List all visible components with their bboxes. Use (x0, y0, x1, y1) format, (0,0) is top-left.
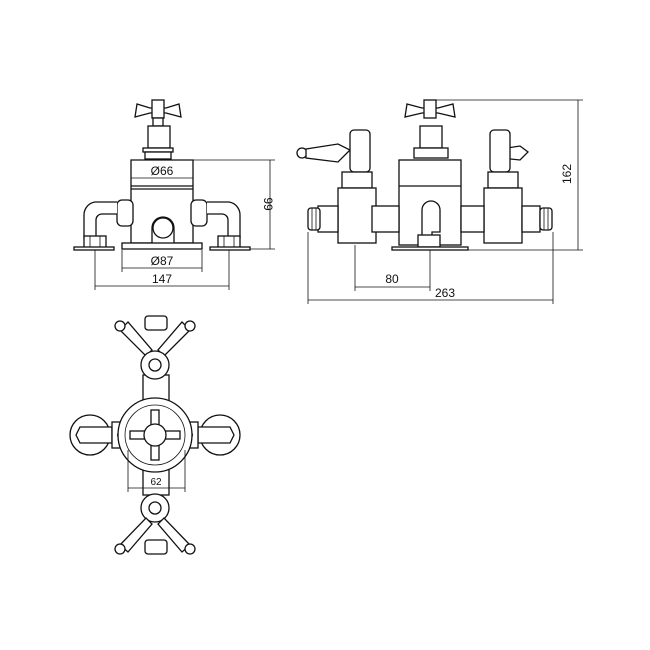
top-view: 62 (69, 315, 241, 555)
dim-body-width: 62 (150, 477, 162, 488)
centre-cross-handle (404, 99, 456, 159)
side-lobes (69, 414, 241, 456)
side-view: 80 263 162 (296, 99, 583, 304)
dim-overall-width: 263 (435, 286, 455, 300)
top-dimensions: 62 (127, 450, 186, 492)
side-dimensions: 80 263 162 (307, 99, 583, 304)
cross-handle (134, 99, 182, 160)
dim-width: 147 (152, 272, 172, 286)
dim-plate-diameter: Ø87 (151, 254, 174, 268)
right-lever-valve (460, 129, 553, 244)
bottom-lever-handle (114, 493, 196, 555)
centre-body (391, 159, 469, 251)
dim-overall-height: 162 (560, 164, 574, 184)
left-lever-valve (296, 129, 400, 244)
centre-cross (117, 397, 193, 473)
left-inlet-elbow (73, 199, 134, 251)
dim-height: 99 (261, 197, 275, 211)
valve-body (121, 159, 203, 250)
dim-centre-spacing: 80 (385, 272, 399, 286)
dim-body-diameter: Ø66 (151, 164, 174, 178)
front-dimensions: Ø66 Ø87 147 99 (94, 159, 275, 290)
top-lever-handle (114, 315, 196, 380)
right-inlet-elbow (190, 199, 251, 251)
front-view: Ø66 Ø87 147 99 (73, 99, 275, 290)
